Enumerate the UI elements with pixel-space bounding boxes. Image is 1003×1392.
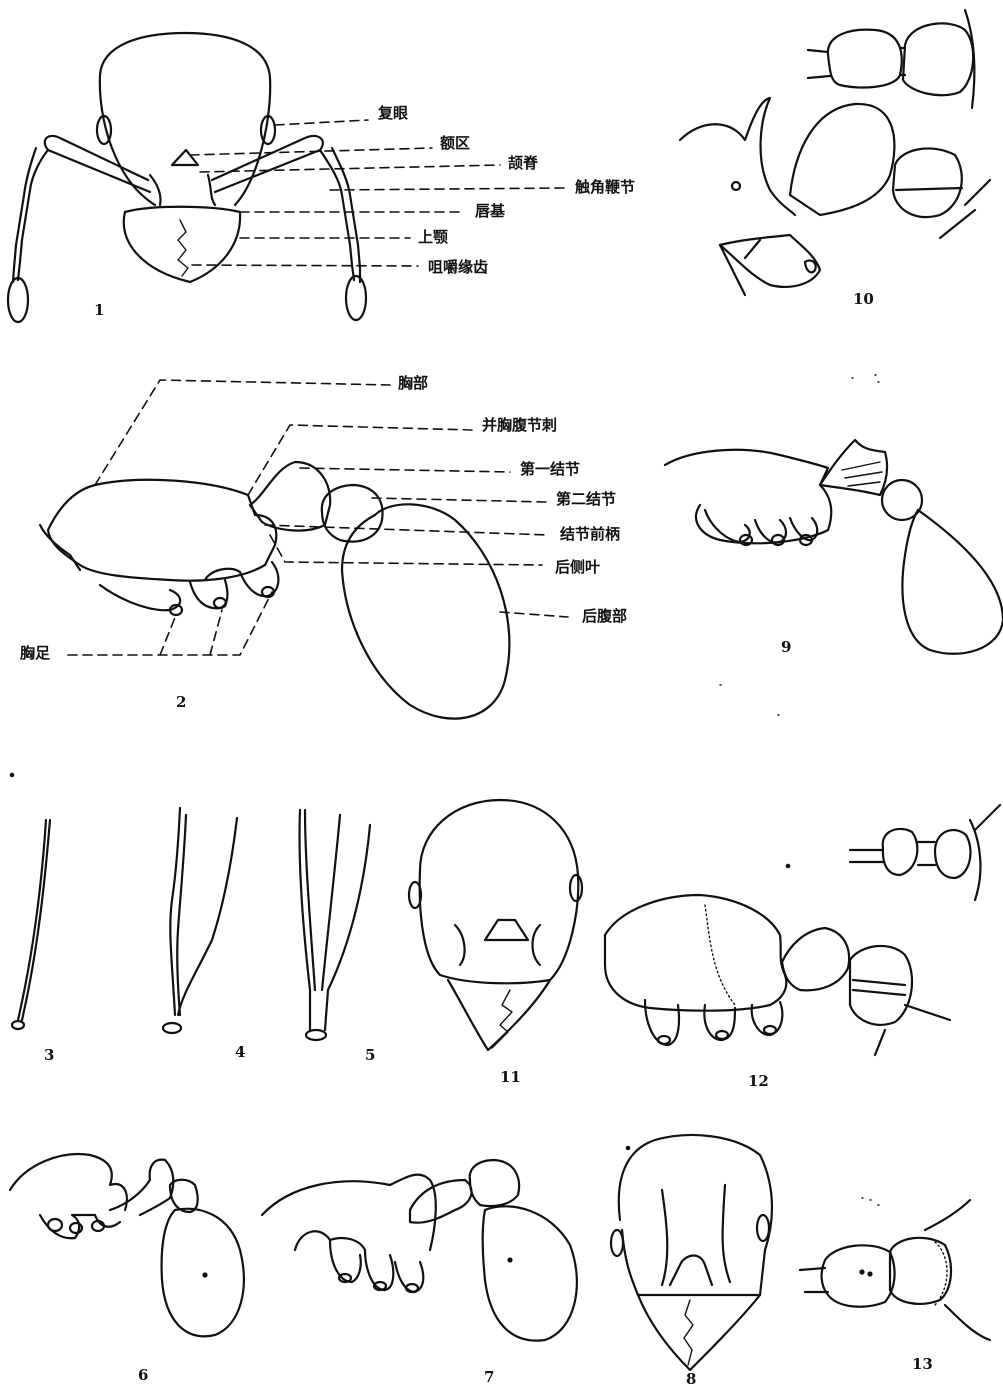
- fig1-left-frontal-carina: [150, 175, 161, 205]
- fig2-leader-gaster: [500, 612, 568, 617]
- label-frontal-carina: 颉脊: [508, 156, 538, 171]
- label-second-node: 第二结节: [556, 492, 616, 507]
- fig10-node-upper-left: [828, 30, 902, 88]
- fig2-leader-second-node: [372, 498, 546, 502]
- label-antennal-scape: 触角鞭节: [575, 180, 635, 195]
- label-first-node: 第一结节: [520, 462, 580, 477]
- fig10-upper-connector: [808, 48, 905, 78]
- figure-number-10: 10: [853, 292, 874, 307]
- figure-number-8: 8: [686, 1372, 696, 1387]
- label-gaster: 后腹部: [582, 609, 627, 624]
- figure-number-13: 13: [912, 1357, 933, 1372]
- figure-number-6: 6: [138, 1368, 148, 1383]
- fig10-first-node: [790, 104, 894, 215]
- fig1-right-club: [346, 276, 366, 320]
- fig1-frontal-triangle: [172, 150, 198, 165]
- fig1-left-scape: [45, 136, 150, 192]
- fig2-leg-2: [190, 580, 227, 608]
- fig2-first-node: [250, 462, 330, 531]
- label-masticatory-teeth: 咀嚼缘齿: [428, 260, 488, 275]
- label-legs: 胸足: [20, 646, 50, 661]
- fig2-gaster: [342, 504, 509, 718]
- fig2-coxa-2: [214, 598, 226, 608]
- fig10-drawing: [680, 10, 990, 295]
- fig2-leader-legs: [68, 592, 272, 655]
- label-thorax: 胸部: [398, 376, 428, 391]
- label-clypeus: 唇基: [475, 204, 505, 219]
- fig1-leader-teeth: [192, 265, 418, 266]
- figure-number-7: 7: [484, 1370, 494, 1385]
- label-propodeal-spine: 并胸腹节刺: [482, 418, 557, 433]
- fig10-node-upper-right: [903, 23, 973, 95]
- fig4-spur: [163, 808, 237, 1033]
- fig10-spiracle: [732, 182, 740, 190]
- label-node-petiole: 结节前柄: [560, 527, 620, 542]
- figure-number-9: 9: [781, 640, 791, 655]
- fig5-spur: [299, 810, 370, 1040]
- fig2-neck: [40, 525, 80, 570]
- figure-number-5: 5: [365, 1048, 375, 1063]
- fig10-second-node: [893, 148, 962, 217]
- figure-number-2: 2: [176, 695, 186, 710]
- fig7-drawing: [262, 1160, 577, 1341]
- fig10-propodeum: [680, 98, 795, 215]
- figure-number-1: 1: [94, 303, 104, 318]
- fig12-drawing: [605, 805, 1000, 1055]
- fig2-leader-first-node: [300, 468, 510, 472]
- fig2-mesosoma: [48, 480, 276, 581]
- fig9-drawing: [665, 375, 1003, 715]
- fig3-spur: [12, 820, 50, 1029]
- fig9-leg-2: [755, 520, 786, 543]
- fig1-left-funiculus: [18, 150, 48, 280]
- fig1-mandible-teeth: [178, 220, 188, 276]
- fig9-gaster: [902, 510, 1003, 654]
- fig10-spiracle-ring: [805, 260, 816, 272]
- fig1-clypeus: [125, 207, 240, 212]
- fig11-head-drawing: [409, 800, 582, 1050]
- label-mandible: 上颚: [418, 230, 448, 245]
- fig2-leader-spine: [248, 425, 472, 495]
- figure-number-4: 4: [235, 1045, 245, 1060]
- figure-number-12: 12: [748, 1074, 769, 1089]
- figure-number-11: 11: [500, 1070, 521, 1085]
- fig2-leader-lobe: [270, 535, 542, 565]
- fig9-spine-hatching: [842, 462, 882, 486]
- label-compound-eye: 复眼: [378, 106, 408, 121]
- fig1-leader-scape: [330, 188, 565, 190]
- fig10-node-suture: [896, 188, 962, 190]
- fig2-leg-1: [100, 585, 180, 610]
- fig1-left-club: [8, 278, 28, 322]
- stray-specks: [11, 774, 789, 1149]
- label-frontal-area: 额区: [440, 136, 470, 151]
- fig6-drawing: [10, 1154, 244, 1336]
- fig1-head-drawing: [8, 33, 565, 322]
- fig10-right-edge: [965, 10, 974, 108]
- fig13-drawing: [800, 1198, 990, 1340]
- label-posterior-lobe: 后侧叶: [555, 560, 600, 575]
- fig8-head-drawing: [611, 1135, 772, 1370]
- figure-number-3: 3: [44, 1048, 54, 1063]
- fig1-left-funiculus-inner: [13, 148, 36, 282]
- fig1-leader-eye: [275, 120, 368, 125]
